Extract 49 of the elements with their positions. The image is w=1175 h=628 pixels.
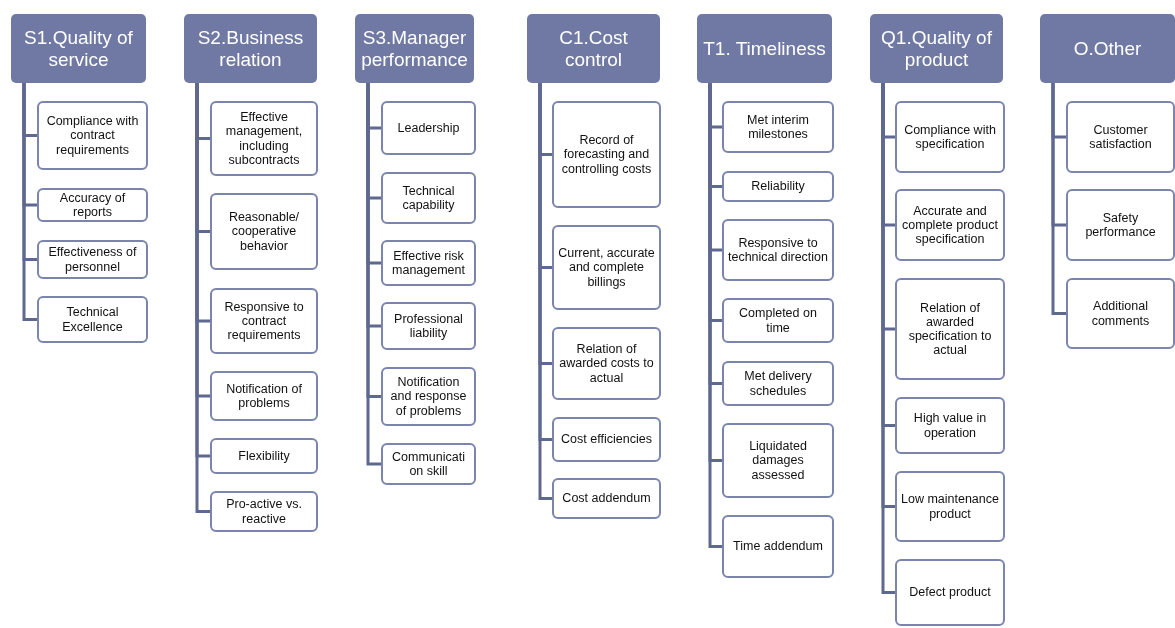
category-header: S2.Business relation [184, 14, 317, 83]
criterion-box: Leadership [381, 101, 476, 155]
criterion-box: Compliance with contract requirements [37, 101, 148, 170]
category-header: C1.Cost control [527, 14, 660, 83]
criterion-box: Compliance with specification [895, 101, 1005, 173]
category-header: Q1.Quality of product [870, 14, 1003, 83]
criterion-box: Reliability [722, 171, 834, 202]
criterion-box: Low maintenance product [895, 471, 1005, 542]
criterion-box: Additional comments [1066, 278, 1175, 349]
category-header: S1.Quality of service [11, 14, 146, 83]
criterion-box: Accurate and complete product specification [895, 189, 1005, 261]
criterion-box: Record of forecasting and controlling costs [552, 101, 661, 208]
criterion-box: Cost efficiencies [552, 417, 661, 462]
criterion-box: Relation of awarded costs to actual [552, 327, 661, 400]
category-header: O.Other [1040, 14, 1175, 83]
criterion-box: Technical Excellence [37, 296, 148, 343]
criterion-box: Met interim milestones [722, 101, 834, 153]
connector-line [22, 83, 37, 321]
criterion-box: Notification and response of problems [381, 367, 476, 426]
criterion-box: Safety performance [1066, 189, 1175, 261]
criterion-box: Accuracy of reports [37, 188, 148, 222]
criterion-box: Customer satisfaction [1066, 101, 1175, 173]
category-header: T1. Timeliness [697, 14, 832, 83]
criterion-box: Relation of awarded specification to actual [895, 278, 1005, 380]
criterion-box: High value in operation [895, 397, 1005, 454]
criterion-box: Technical capability [381, 172, 476, 224]
criterion-box: Completed on time [722, 298, 834, 343]
category-header: S3.Manager performance [355, 14, 474, 83]
connector-line [1051, 83, 1066, 315]
criterion-box: Effective risk management [381, 240, 476, 286]
criterion-box: Responsive to technical direction [722, 219, 834, 281]
connector-line [366, 83, 381, 466]
criterion-box: Reasonable/ cooperative behavior [210, 193, 318, 270]
criterion-box: Notification of problems [210, 371, 318, 421]
criterion-box: Time addendum [722, 515, 834, 578]
criterion-box: Effective management, including subcontracts [210, 101, 318, 176]
criterion-box: Professional liability [381, 302, 476, 350]
criterion-box: Flexibility [210, 438, 318, 474]
criterion-box: Defect product [895, 559, 1005, 626]
criterion-box: Pro-active vs. reactive [210, 491, 318, 532]
criterion-box: Effectiveness of personnel [37, 240, 148, 279]
criterion-box: Cost addendum [552, 478, 661, 519]
criterion-box: Met delivery schedules [722, 361, 834, 406]
connector-line [881, 83, 895, 594]
criterion-box: Current, accurate and complete billings [552, 225, 661, 310]
criterion-box: Responsive to contract requirements [210, 288, 318, 354]
criterion-box: Liquidated damages assessed [722, 423, 834, 498]
criterion-box: Communicati on skill [381, 443, 476, 485]
connector-line [708, 83, 722, 548]
